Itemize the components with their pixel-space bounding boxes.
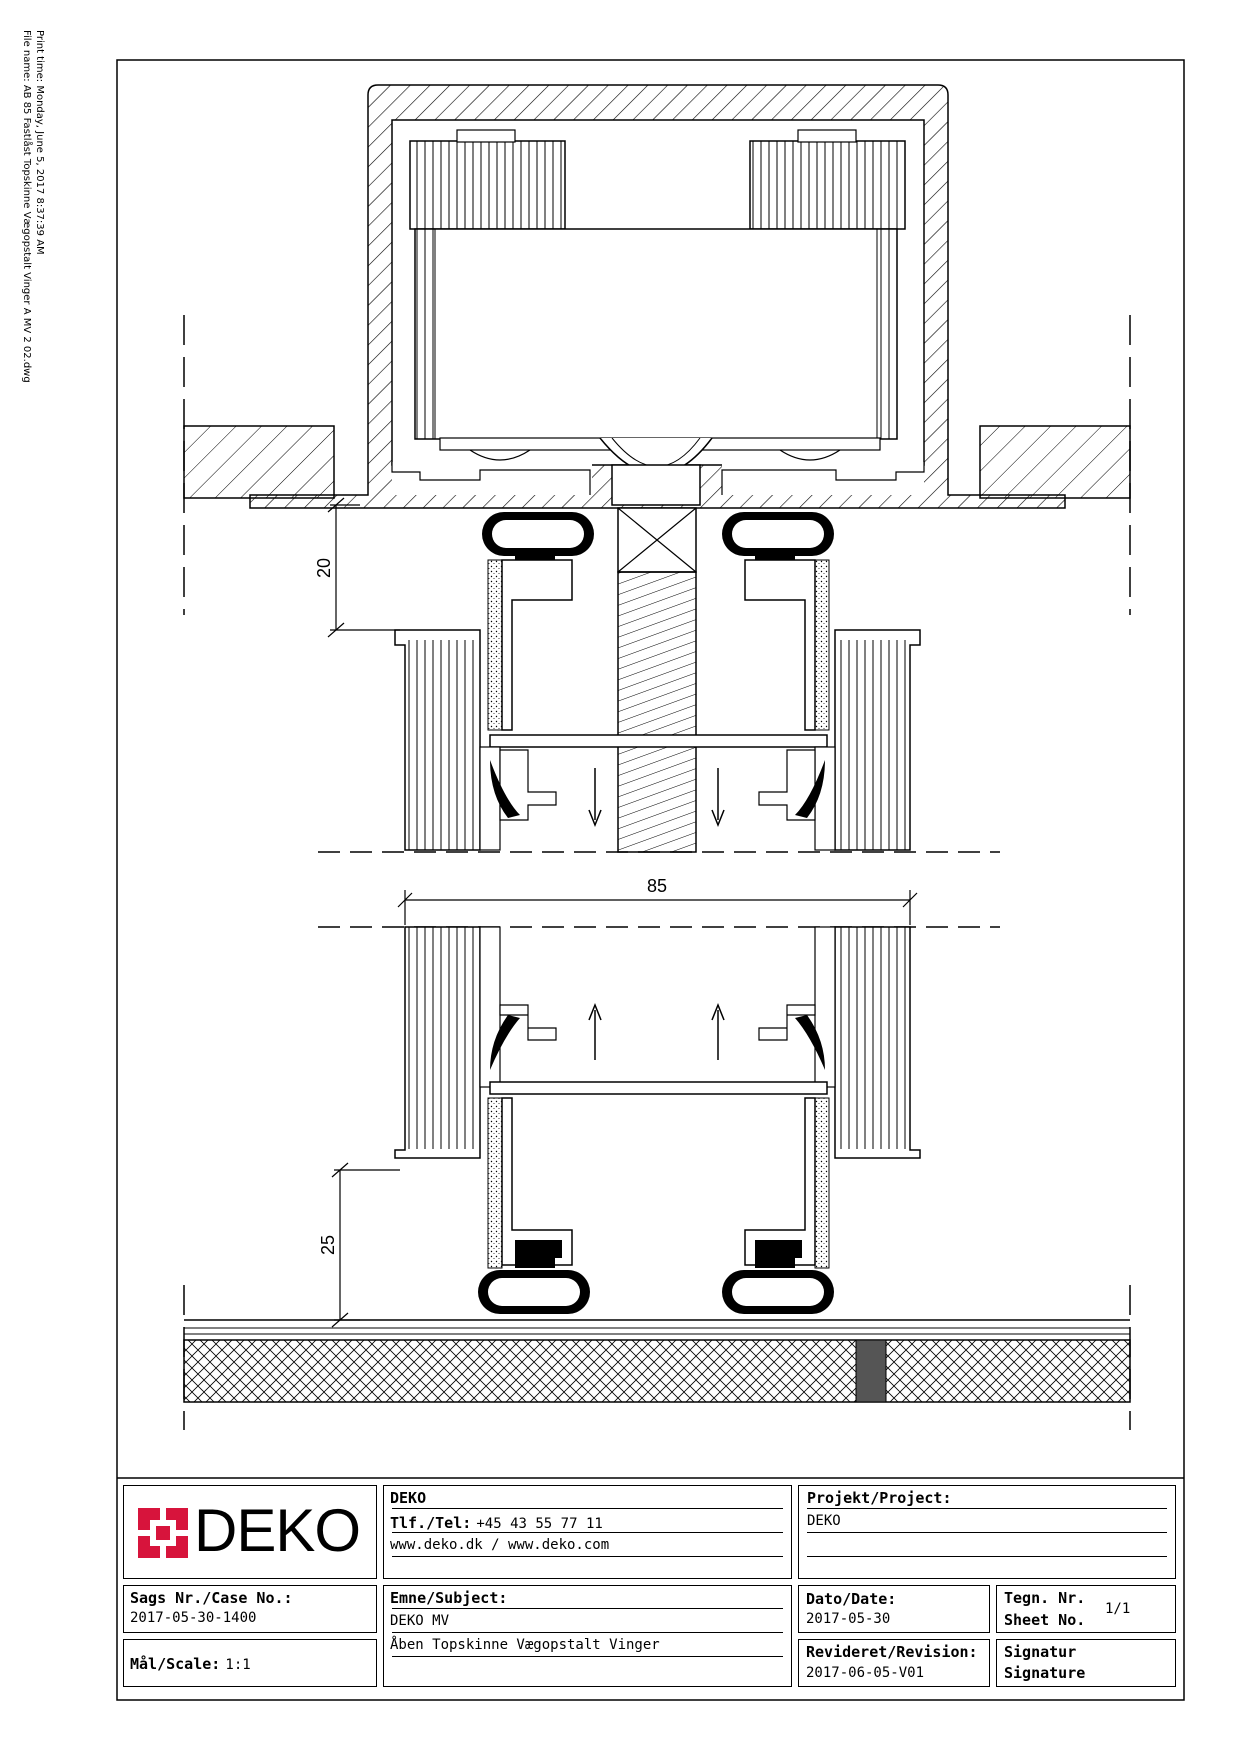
- dimension-label-top: 20: [314, 558, 334, 578]
- date-value: 2017-05-30: [806, 1611, 891, 1627]
- project-value: DEKO: [807, 1513, 841, 1529]
- revision-label: Revideret/Revision:: [806, 1643, 978, 1661]
- sheet-label-2: Sheet No.: [1004, 1611, 1086, 1629]
- dimension-label-width: 85: [647, 876, 667, 896]
- scale-label: Mål/Scale:: [130, 1655, 221, 1673]
- signature-cell: Signatur Signature: [996, 1639, 1176, 1687]
- project-label: Projekt/Project:: [807, 1489, 952, 1507]
- revision-value: 2017-06-05-V01: [806, 1665, 925, 1681]
- lower-panel-section: [394, 926, 921, 1314]
- subject-line-2: Åben Topskinne Vægopstalt Vinger: [390, 1637, 660, 1653]
- deko-logo-icon: [138, 1508, 188, 1558]
- date-label: Dato/Date:: [806, 1590, 897, 1608]
- signature-label-1: Signatur: [1004, 1643, 1077, 1661]
- case-label: Sags Nr./Case No.:: [130, 1589, 293, 1607]
- tel-label: Tlf./Tel:: [390, 1514, 472, 1532]
- scale-cell: Mål/Scale: 1:1: [123, 1639, 377, 1687]
- company-web: www.deko.dk / www.deko.com: [390, 1537, 610, 1553]
- subject-line-1: DEKO MV: [390, 1613, 450, 1629]
- case-cell: Sags Nr./Case No.: 2017-05-30-1400: [123, 1585, 377, 1633]
- company-name: DEKO: [390, 1489, 427, 1507]
- date-cell: Dato/Date: 2017-05-30: [798, 1585, 990, 1633]
- dimension-top-gap: [327, 497, 400, 638]
- roller-carriage: [409, 129, 906, 475]
- upper-panel-section: [394, 512, 921, 851]
- scale-value: 1:1: [225, 1657, 251, 1673]
- signature-label-2: Signature: [1004, 1664, 1086, 1682]
- project-cell: Projekt/Project: DEKO: [798, 1485, 1176, 1579]
- sheet-cell: Tegn. Nr. Sheet No. 1/1: [996, 1585, 1176, 1633]
- sheet-value: 1/1: [1105, 1601, 1131, 1617]
- center-hanger: [611, 464, 701, 853]
- sheet-label-1: Tegn. Nr.: [1004, 1589, 1086, 1607]
- subject-cell: Emne/Subject: DEKO MV Åben Topskinne Væg…: [383, 1585, 792, 1687]
- dimension-bottom-gap: [331, 1162, 400, 1328]
- revision-cell: Revideret/Revision: 2017-06-05-V01: [798, 1639, 990, 1687]
- drawing-frame: [116, 59, 1185, 1701]
- logo-cell: DEKO: [123, 1485, 377, 1579]
- dimension-label-bottom: 25: [318, 1235, 338, 1255]
- tel-value: +45 43 55 77 11: [476, 1516, 603, 1532]
- dimension-width: [397, 890, 918, 925]
- floor-section: [183, 1319, 1131, 1403]
- subject-label: Emne/Subject:: [390, 1589, 508, 1607]
- company-cell: DEKO Tlf./Tel: +45 43 55 77 11 www.deko.…: [383, 1485, 792, 1579]
- wall-dash-lines: [183, 315, 1131, 1430]
- logo-wordmark: DEKO: [194, 1497, 361, 1564]
- case-value: 2017-05-30-1400: [130, 1610, 257, 1626]
- wall-blocks: [183, 425, 1131, 499]
